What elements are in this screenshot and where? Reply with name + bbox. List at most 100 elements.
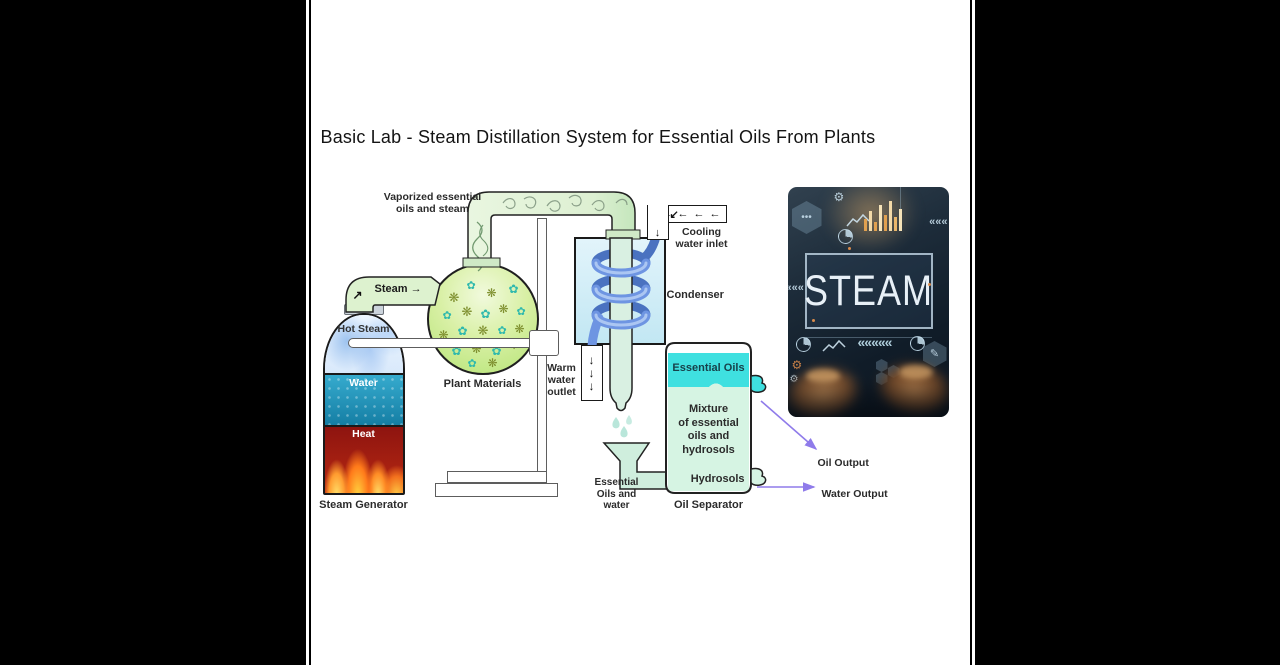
speech-dots-icon: ••• xyxy=(801,211,812,223)
up-right-arrow-icon: ↗ xyxy=(352,288,363,302)
gear-icon: ⚙ xyxy=(791,358,803,372)
chevrons-icon: ««« xyxy=(788,282,804,294)
steam-photo: ••• ⚙ ««« ««« STEAM ««««« xyxy=(787,187,949,417)
slide: Basic Lab - Steam Distillation System fo… xyxy=(308,0,972,665)
funnel-label-line1: Essential xyxy=(594,477,639,488)
essential-oils-label: Essential Oils xyxy=(672,362,745,374)
plant-icon: ❋ xyxy=(461,304,473,319)
accent-dot xyxy=(847,247,851,250)
plant-icon: ❋ xyxy=(438,328,449,342)
warm-label-line3: outlet xyxy=(547,386,576,399)
plant-icon: ✿ xyxy=(467,358,477,370)
vapor-label-line2: oils and steam xyxy=(396,203,469,216)
plant-icon: ✿ xyxy=(516,306,526,318)
line-chart-icon xyxy=(821,339,846,352)
steam-flow-text: Steam xyxy=(374,283,408,295)
left-arrow-icon: ← xyxy=(693,207,705,220)
plant-icon: ✿ xyxy=(491,344,502,358)
mixture-line3: oils and xyxy=(687,430,730,443)
warm-outlet-label: Warm water outlet xyxy=(545,362,579,398)
fingers xyxy=(898,365,933,379)
cooling-label-line1: Cooling xyxy=(681,226,722,238)
page-title: Basic Lab - Steam Distillation System fo… xyxy=(320,127,876,147)
photo-connector-line xyxy=(899,187,901,227)
steam-caption: STEAM xyxy=(804,266,934,315)
oil-separator-label: Oil Separator xyxy=(673,499,744,511)
bar-chart-icon xyxy=(863,195,902,231)
mixture-line4: hydrosols xyxy=(682,443,735,456)
gear-icon: ⚙ xyxy=(833,190,845,204)
slide-frame: Basic Lab - Steam Distillation System fo… xyxy=(305,0,975,665)
left-arrow-icon: ← xyxy=(677,207,689,220)
down-arrow-icon: ↓ xyxy=(588,353,595,367)
oil-spout xyxy=(749,374,766,393)
right-arrow-icon: → xyxy=(410,283,422,295)
hydrosols-label: Hydrosols xyxy=(690,473,745,485)
mixture-line2: of essential xyxy=(678,416,739,429)
mixture-label: Mixture of essential oils and hydrosols xyxy=(668,403,750,457)
chevrons-icon: ««« xyxy=(929,216,948,228)
accent-dot xyxy=(927,283,931,286)
steam-flow-label: Steam → xyxy=(375,283,422,295)
down-left-arrow-icon: ↙ xyxy=(669,209,679,221)
steam-generator-label: Steam Generator xyxy=(319,499,408,511)
ring-stand-base xyxy=(434,483,558,497)
plant-icon: ❋ xyxy=(471,342,482,356)
down-arrow-icon: ↓ xyxy=(588,379,595,393)
down-arrow-icon: ↓ xyxy=(588,366,595,380)
cooling-inlet-label: Cooling water inlet xyxy=(669,226,735,250)
left-arrow-icon: ← xyxy=(709,207,721,220)
plant-icon: ❋ xyxy=(448,290,460,305)
pie-chart-icon xyxy=(795,337,811,352)
heat-label: Heat xyxy=(352,428,375,440)
oil-output-label: Oil Output xyxy=(817,457,869,469)
cooling-inlet-elbow: ↓ xyxy=(646,205,669,240)
down-arrow-icon: ↓ xyxy=(654,227,661,239)
funnel-label-line2: Oils and water xyxy=(596,488,637,512)
warm-water-outlet-pipe: ↓ ↓ ↓ xyxy=(580,345,603,401)
plant-icon: ✿ xyxy=(451,344,462,358)
warm-label-line1: Warm xyxy=(547,362,576,374)
hot-steam-label: Hot Steam xyxy=(337,323,390,335)
photo-connector-line xyxy=(805,337,932,338)
plant-icon: ❋ xyxy=(477,323,489,338)
droplets xyxy=(611,415,632,438)
vapor-label: Vaporized essential oils and steam xyxy=(369,191,497,215)
chevrons-icon: ««««« xyxy=(857,334,893,350)
photo-vignette xyxy=(787,377,949,417)
plant-icon: ❋ xyxy=(487,356,498,370)
pie-chart-icon xyxy=(909,336,925,351)
water-section xyxy=(324,373,403,425)
plant-icon: ✿ xyxy=(480,307,491,321)
stylus-icon: ✎ xyxy=(929,347,940,360)
accent-dot xyxy=(811,319,815,322)
plant-icon: ❋ xyxy=(514,322,525,336)
plant-icon: ✿ xyxy=(497,325,507,337)
water-spout xyxy=(749,467,766,486)
warm-label-line2: water xyxy=(547,374,576,387)
speech-bubble-hexagon-icon: ••• xyxy=(791,201,822,234)
plant-materials-flask: ❋ ✿ ❋ ✿ ✿ ❋ ✿ ❋ ✿ ❋ ✿ ❋ ✿ ❋ ✿ ❋ ✿ ❋ ✿ ❋ xyxy=(426,263,539,375)
plant-icon: ❋ xyxy=(498,302,509,316)
plant-icon: ✿ xyxy=(442,310,452,322)
line-chart-icon xyxy=(845,213,870,227)
clamp-block xyxy=(528,330,559,356)
plant-icon: ✿ xyxy=(457,324,468,338)
ring-stand-base-top xyxy=(446,471,547,483)
funnel-label: Essential Oils and water xyxy=(583,477,651,512)
plant-icon: ❋ xyxy=(486,286,497,300)
mixture-line1: Mixture xyxy=(688,403,729,415)
condenser-label: Condenser xyxy=(666,289,724,301)
water-output-label: Water Output xyxy=(821,488,888,500)
vapor-label-line1: Vaporized essential xyxy=(383,191,482,203)
clamp-arm xyxy=(347,338,547,348)
water-label: Water xyxy=(349,377,378,389)
steam-caption-box: STEAM xyxy=(804,253,934,329)
cooling-label-line2: water inlet xyxy=(675,238,728,251)
condenser-body xyxy=(573,237,666,345)
plant-icon: ✿ xyxy=(466,280,476,292)
plant-materials-label: Plant Materials xyxy=(443,378,522,390)
pie-chart-icon xyxy=(837,229,853,244)
heat-section xyxy=(324,425,403,493)
